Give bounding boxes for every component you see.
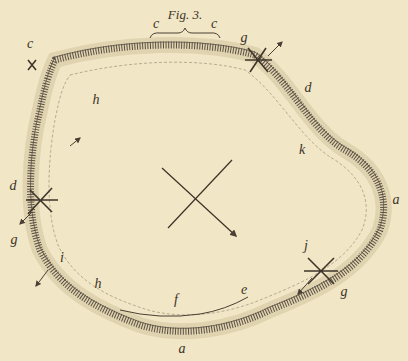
callout-letter: c	[27, 37, 33, 51]
callout-letter: k	[299, 143, 305, 157]
callout-letter: h	[95, 277, 102, 291]
callout-letter: d	[10, 179, 17, 193]
callout-letter: f	[174, 293, 178, 307]
figure-number: Fig. 3.	[168, 8, 202, 21]
callout-letter: h	[93, 93, 100, 107]
callout-letter: g	[11, 233, 18, 247]
callout-letter: g	[241, 31, 248, 45]
callout-letter: d	[305, 81, 312, 95]
callout-letter: c	[211, 17, 217, 31]
callout-letter: i	[60, 251, 64, 265]
callout-letter: e	[241, 283, 247, 297]
callout-letter: a	[393, 193, 400, 207]
callout-letter: j	[304, 239, 308, 253]
callout-letter: a	[179, 342, 186, 356]
callout-letter: c	[153, 17, 159, 31]
callout-letter: g	[341, 285, 348, 299]
